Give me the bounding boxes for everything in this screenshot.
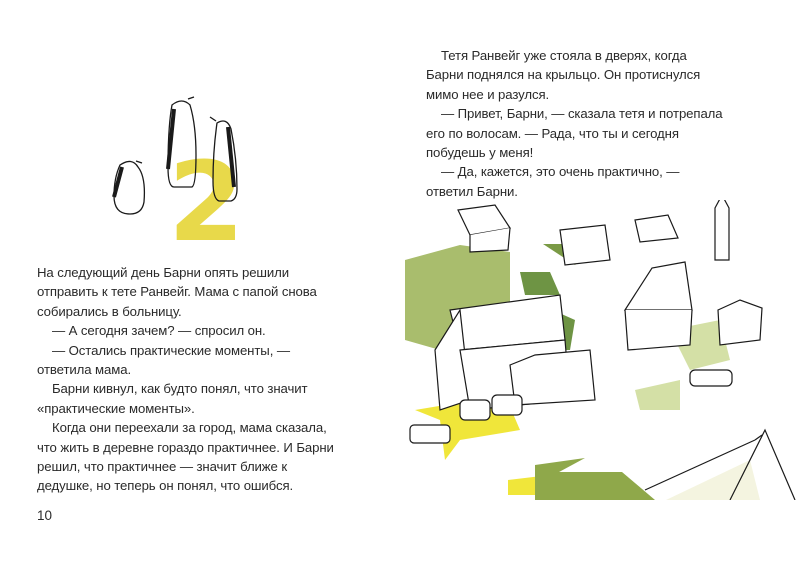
paragraph: — Привет, Барни, — сказала тетя и потреп… <box>426 106 723 161</box>
right-page-text: Тетя Ранвейг уже стояла в дверях, когда … <box>426 46 726 201</box>
paragraph: Когда они переехали за город, мама сказа… <box>37 420 334 494</box>
paragraph: Тетя Ранвейг уже стояла в дверях, когда … <box>426 48 701 102</box>
page-number: 10 <box>37 508 53 523</box>
right-page: Тетя Ранвейг уже стояла в дверях, когда … <box>400 0 800 576</box>
green-fields <box>405 244 760 500</box>
paragraph: — Остались практические моменты, — ответ… <box>37 342 290 378</box>
paragraph: На следующий день Барни опять решили отп… <box>37 265 317 319</box>
penguin-icon <box>166 96 197 188</box>
houses <box>434 200 763 411</box>
left-page: 2 На следующий день Барни опять решили о… <box>37 96 337 523</box>
penguin-icon <box>112 160 146 215</box>
chapter-penguins-illustration: 2 <box>112 96 245 245</box>
chapter-number: 2 <box>168 138 245 245</box>
paragraph: — Да, кажется, это очень практично, — от… <box>426 164 680 199</box>
foreground-roof <box>644 428 796 500</box>
cars <box>409 369 733 444</box>
paragraph: — А сегодня зачем? — спросил он. <box>52 323 266 339</box>
left-page-text: На следующий день Барни опять решили отп… <box>37 263 337 496</box>
village-illustration <box>405 200 796 500</box>
paragraph: Барни кивнул, как будто понял, что значи… <box>37 381 308 416</box>
penguin-icon <box>209 116 238 202</box>
